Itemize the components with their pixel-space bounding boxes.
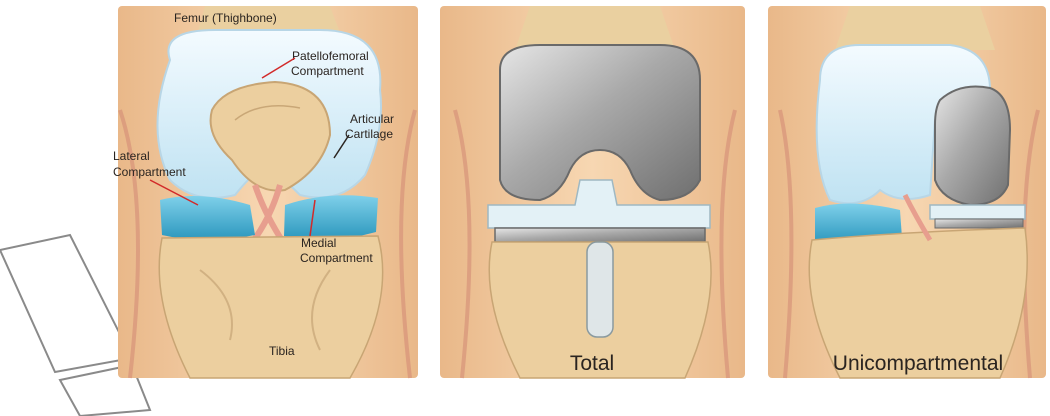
label-patellofemoral-line1: Patellofemoral [292, 49, 369, 63]
label-articular-line2: Cartilage [345, 127, 393, 141]
label-lateral-line2: Compartment [113, 165, 186, 179]
partial-tibial-tray [935, 219, 1023, 228]
tibial-stem [587, 242, 613, 337]
panel-unicompartmental-replacement: Unicompartmental [768, 6, 1046, 378]
panel-total-replacement: Total [440, 6, 745, 378]
medial-meniscus [284, 195, 378, 239]
label-medial-line1: Medial [301, 236, 336, 250]
lateral-meniscus [160, 196, 255, 240]
caption-total: Total [570, 352, 614, 375]
tibial-tray [495, 228, 705, 242]
label-femur: Femur (Thighbone) [174, 11, 277, 25]
label-articular-line1: Articular [350, 112, 394, 126]
label-tibia: Tibia [269, 344, 295, 358]
panel-normal-knee: Femur (Thighbone) Patellofemoral Compart… [113, 6, 418, 378]
caption-unicompartmental: Unicompartmental [833, 352, 1003, 375]
partial-femoral-implant [935, 87, 1010, 206]
label-lateral-line1: Lateral [113, 149, 150, 163]
label-medial-line2: Compartment [300, 251, 373, 265]
partial-tibial-insert [930, 205, 1025, 219]
label-patellofemoral-line2: Compartment [291, 64, 364, 78]
